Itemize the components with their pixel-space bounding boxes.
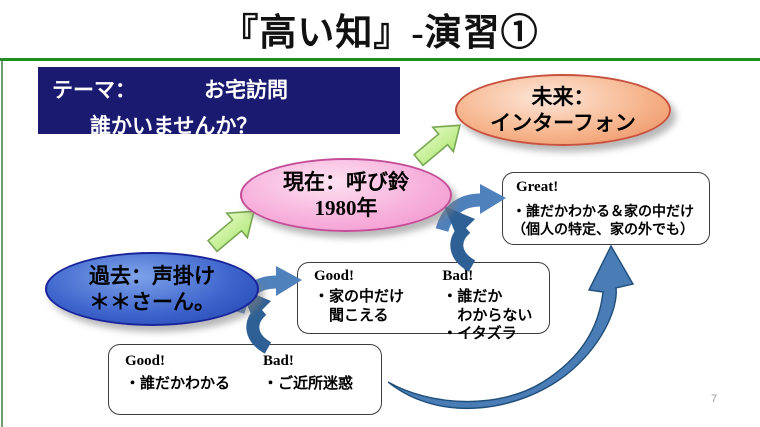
page-number: 7 — [710, 393, 718, 405]
good-bullet: ・誰だかわかる — [125, 376, 231, 392]
bad-heading: Bad! — [263, 353, 294, 369]
good-bullet-wrap: 聞こえる — [329, 307, 389, 324]
title-underline — [0, 58, 760, 61]
theme-topic: お宅訪問 — [204, 78, 288, 102]
long-curved-arrow-up-icon — [388, 244, 635, 410]
theme-label: テーマ： — [52, 78, 136, 102]
bad-bullet-2: ・イタズラ — [442, 326, 517, 343]
bad-bullet: ・ご近所迷惑 — [263, 376, 354, 392]
future-node-line2: インターフォン — [490, 111, 636, 135]
past-node-line2: ＊＊さーん。 — [89, 290, 215, 314]
present-node-line2: 1980年 — [314, 196, 378, 220]
block-arrow-up-right-icon — [206, 210, 255, 253]
theme-question: 誰かいませんか？ — [90, 114, 258, 138]
bad-bullet-1: ・誰だか — [442, 288, 503, 305]
good-heading: Good! — [125, 353, 166, 369]
past-bad-column: Bad! ・ご近所迷惑 — [263, 345, 381, 414]
good-heading: Good! — [314, 268, 355, 284]
great-heading: Great! — [516, 179, 559, 195]
great-box: Great! ・誰だかわかる＆家の中だけ （個人の特定、家の外でも） — [502, 172, 710, 245]
present-good-column: Good! ・家の中だけ 聞こえる — [298, 263, 440, 333]
left-border-line — [1, 58, 3, 427]
past-node-line1: 過去：声掛け — [89, 263, 215, 288]
bad-bullet-1-wrap: わからない — [457, 307, 533, 324]
past-eval-box: Good! ・誰だかわかる Bad! ・ご近所迷惑 — [108, 344, 382, 415]
past-node: 過去：声掛け ＊＊さーん。 — [45, 252, 259, 326]
block-arrow-up-right-icon — [412, 124, 461, 167]
future-node-line1: 未来： — [531, 84, 595, 109]
great-bullet-1: ・誰だかわかる＆家の中だけ — [512, 204, 694, 220]
present-eval-box: Good! ・家の中だけ 聞こえる Bad! ・誰だか わからない ・イタズラ — [297, 262, 550, 342]
present-node: 現在：呼び鈴 1980年 — [240, 158, 452, 232]
slide-title: 『高い知』-演習① — [221, 13, 539, 54]
present-node-line1: 現在：呼び鈴 — [283, 169, 409, 194]
good-bullet: ・家の中だけ — [314, 288, 405, 305]
present-bad-column: Bad! ・誰だか わからない ・イタズラ — [440, 263, 549, 342]
curved-cycle-arrows-icon — [435, 184, 506, 272]
great-bullet-2: （個人の特定、家の外でも） — [512, 222, 694, 238]
theme-line1: テーマ： お宅訪問 — [38, 67, 400, 104]
past-good-column: Good! ・誰だかわかる — [109, 345, 263, 414]
theme-box: テーマ： お宅訪問 誰かいませんか？ — [38, 67, 400, 138]
bad-heading: Bad! — [442, 268, 474, 284]
future-node: 未来： インターフォン — [455, 74, 671, 146]
